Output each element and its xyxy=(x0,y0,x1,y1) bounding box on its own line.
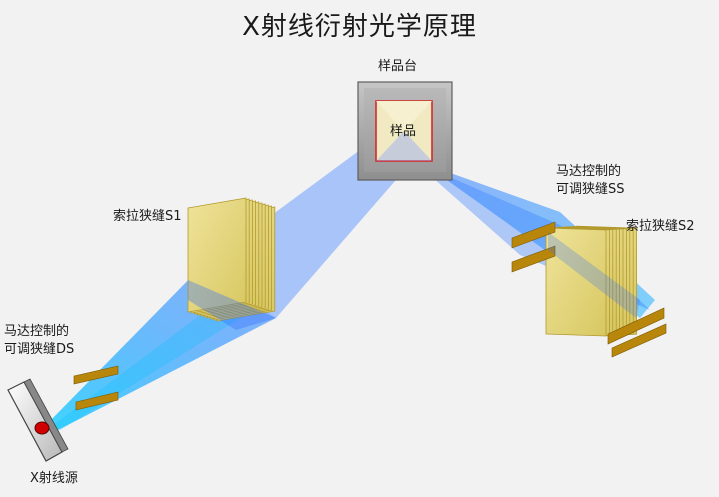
beam-through-s2 xyxy=(548,232,640,318)
receiving-slit xyxy=(607,307,667,358)
soller-plate xyxy=(545,227,607,337)
label-source: X射线源 xyxy=(30,471,78,486)
label-ds-line2: 可调狭缝DS xyxy=(4,342,75,357)
beam-through-s1 xyxy=(188,280,276,330)
label-ds-line1: 马达控制的 xyxy=(4,324,70,339)
soller-slit-s2 xyxy=(545,225,637,337)
label-ss-line2: 可调狭缝SS xyxy=(556,182,625,197)
sample-stage xyxy=(357,81,453,181)
diagram-title: X射线衍射光学原理 xyxy=(242,12,477,42)
label-sample: 样品 xyxy=(390,124,417,139)
divergence-slit-ds xyxy=(73,365,119,411)
scatter-slit-ss xyxy=(511,221,556,273)
soller-plate xyxy=(187,197,247,313)
label-ss-line1: 马达控制的 xyxy=(556,164,622,179)
label-soller-s2: 索拉狭缝S2 xyxy=(626,219,695,234)
incident-beam-core xyxy=(52,285,270,430)
label-sample-stage: 样品台 xyxy=(378,59,418,74)
label-soller-s1: 索拉狭缝S1 xyxy=(113,209,182,224)
source-led xyxy=(34,421,50,435)
soller-slit-s1 xyxy=(187,197,276,322)
xray-source xyxy=(7,378,69,462)
